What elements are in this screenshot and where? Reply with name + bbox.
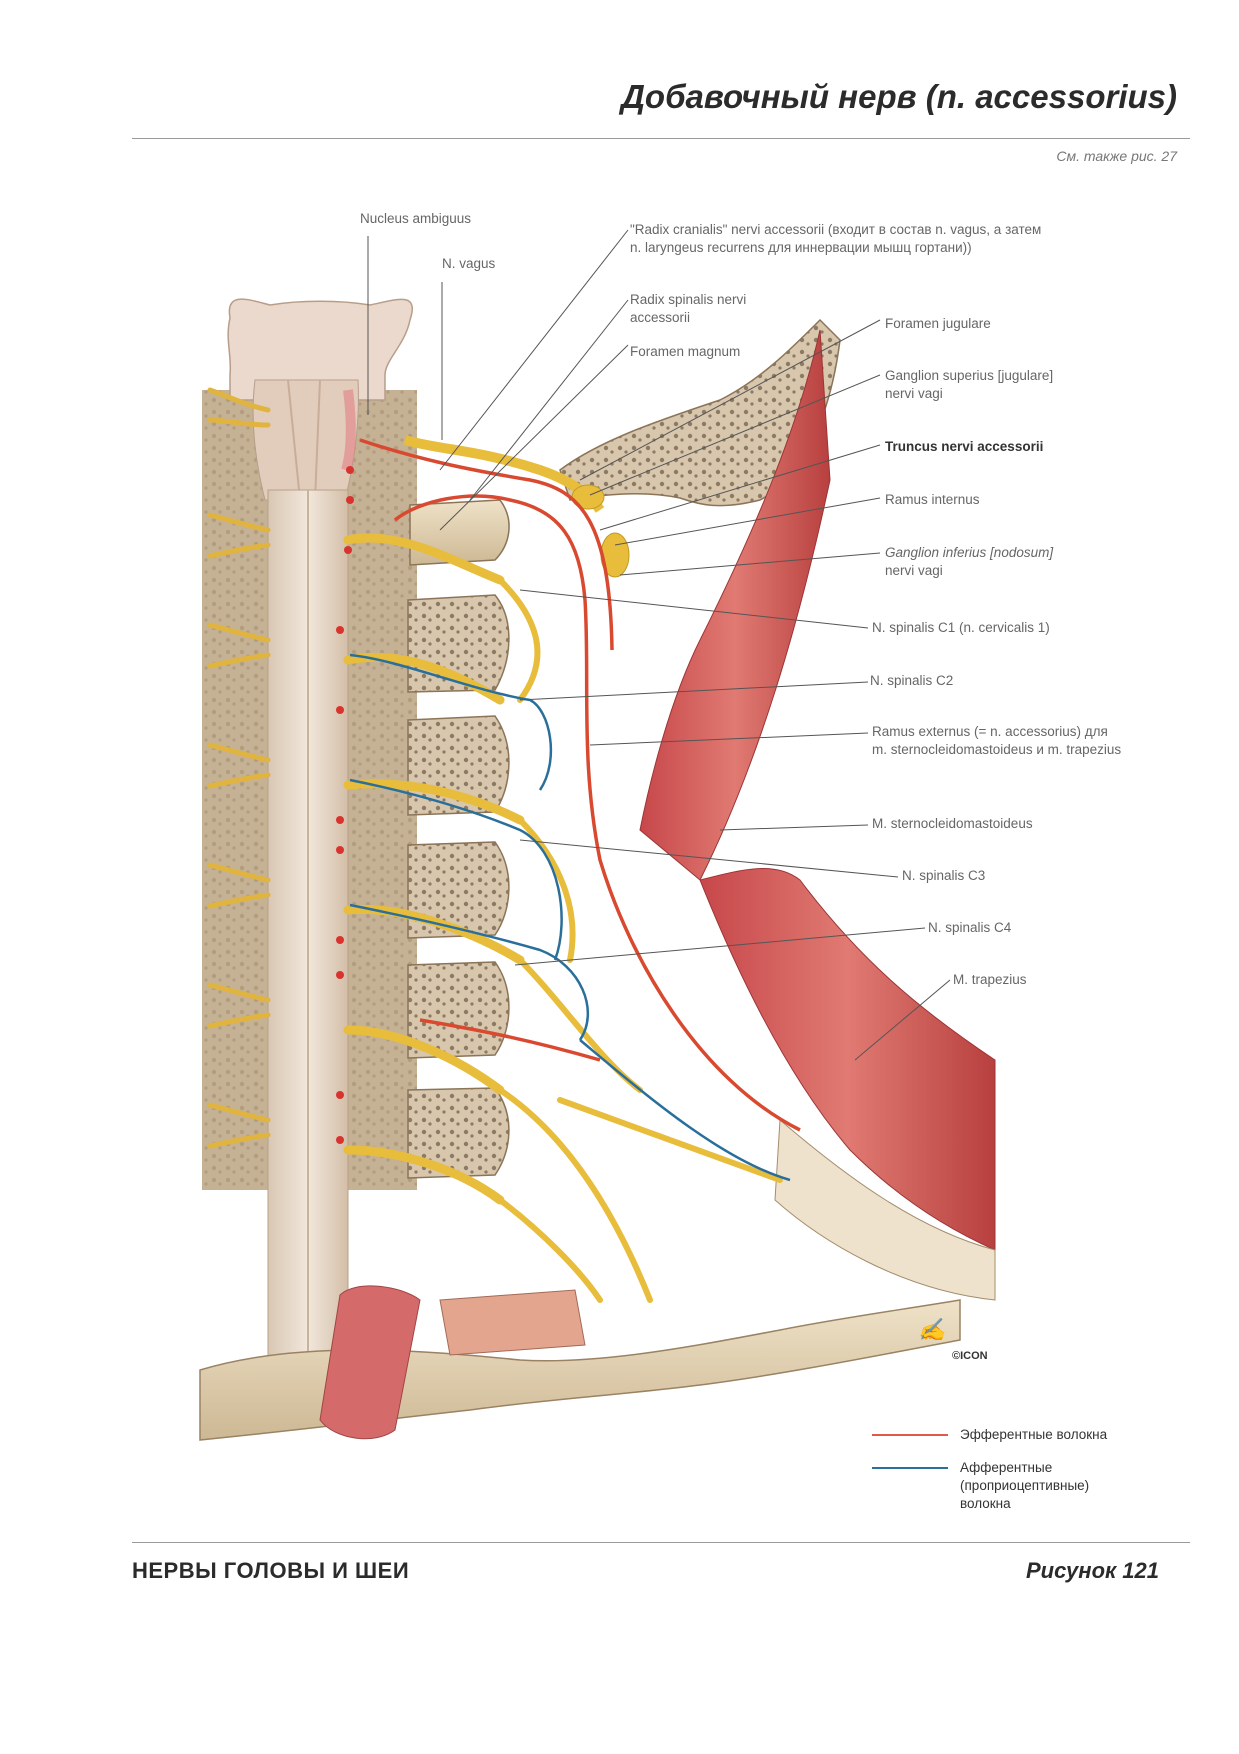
label-n-spinalis-c1: N. spinalis C1 (n. cervicalis 1) (872, 620, 1050, 635)
label-n-spinalis-c3: N. spinalis C3 (902, 868, 986, 883)
label-foramen-magnum: Foramen magnum (630, 344, 741, 359)
label-ganglion-inferius-line2: nervi vagi (885, 563, 943, 578)
label-m-trapezius: M. trapezius (953, 972, 1027, 987)
label-radix-spinalis-line1: Radix spinalis nervi (630, 292, 747, 307)
label-nucleus-ambiguus: Nucleus ambiguus (360, 211, 472, 226)
label-radix-cranialis-line2: n. laryngeus recurrens для иннервации мы… (630, 240, 972, 255)
label-n-vagus: N. vagus (442, 256, 496, 271)
figure-number: Рисунок 121 (1026, 1558, 1159, 1583)
see-also-note: См. также рис. 27 (1056, 148, 1177, 164)
footer-rule (132, 1542, 1190, 1543)
header-rule (132, 138, 1190, 139)
label-n-spinalis-c2: N. spinalis C2 (870, 673, 954, 688)
artist-signature: ✍ (918, 1318, 946, 1343)
label-n-spinalis-c4: N. spinalis C4 (928, 920, 1012, 935)
label-radix-cranialis-line1: "Radix cranialis" nervi accessorii (вход… (630, 222, 1042, 237)
label-ganglion-superius-line2: nervi vagi (885, 386, 943, 401)
label-m-sternocleidomastoideus: M. sternocleidomastoideus (872, 816, 1033, 831)
legend-afferent-label-line1: Афферентные (960, 1460, 1053, 1475)
label-ganglion-inferius-line1: Ganglion inferius [nodosum] (885, 545, 1054, 560)
page-title: Добавочный нерв (n. accessorius) (621, 78, 1177, 115)
label-ramus-internus: Ramus internus (885, 492, 980, 507)
legend-afferent-label-line3: волокна (960, 1496, 1011, 1511)
label-ganglion-superius-line1: Ganglion superius [jugulare] (885, 368, 1054, 383)
label-radix-spinalis-line2: accessorii (630, 310, 691, 325)
label-ramus-externus-line1: Ramus externus (= n. accessorius) для (872, 724, 1108, 739)
label-truncus: Truncus nervi accessorii (885, 439, 1044, 454)
publisher-logo: ©ICON (952, 1350, 988, 1362)
legend-efferent-label: Эфферентные волокна (960, 1427, 1108, 1442)
label-ramus-externus-line2: m. sternocleidomastoideus и m. trapezius (872, 742, 1122, 757)
legend-afferent-label-line2: (проприоцептивные) (960, 1478, 1090, 1493)
label-foramen-jugulare: Foramen jugulare (885, 316, 991, 331)
section-title: НЕРВЫ ГОЛОВЫ И ШЕИ (132, 1558, 410, 1583)
